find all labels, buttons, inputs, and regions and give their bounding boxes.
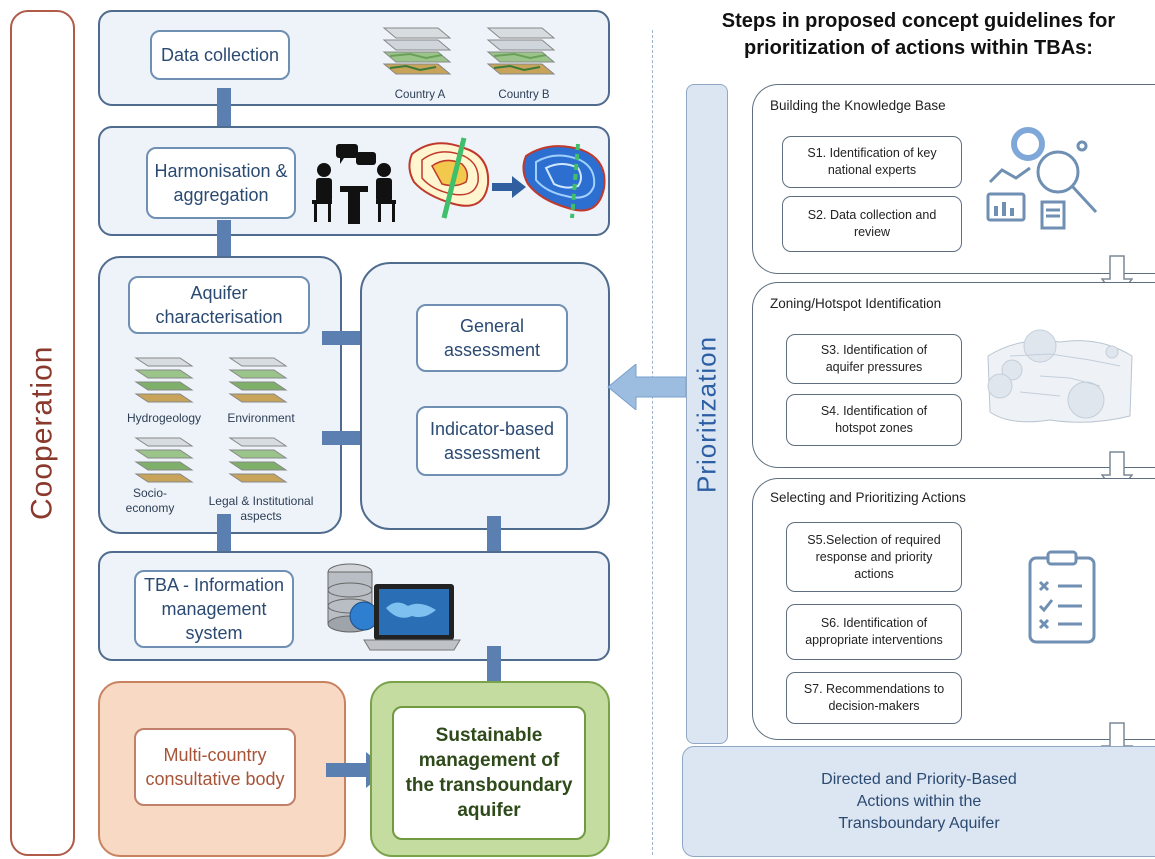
legal-line2: aspects [240, 509, 282, 523]
contour-map-icon-b [522, 143, 606, 219]
meeting-people-icon [312, 144, 396, 224]
tba-information-box: TBA - Information management system [134, 570, 294, 648]
indicator-line1: Indicator-based [429, 419, 555, 439]
layers-icon-country-b [486, 27, 556, 75]
indicator-line2: assessment [443, 443, 541, 463]
step-s3-box: S3. Identification of aquifer pressures [786, 334, 962, 384]
general-line2: assessment [443, 340, 541, 360]
checklist-clipboard-icon [1028, 550, 1096, 644]
step-s4-box: S4. Identification of hotspot zones [786, 394, 962, 446]
s4-line2: hotspot zones [835, 421, 913, 435]
step-s5-box: S5.Selection of required response and pr… [786, 522, 962, 592]
general-line1: General [459, 316, 525, 336]
s2-line2: review [853, 225, 891, 239]
tba-line1: TBA - Information [143, 575, 285, 595]
aquifer-line1: Aquifer [190, 283, 248, 303]
hydrogeology-label: Hydrogeology [126, 411, 202, 425]
layers-icon-socio-economy [134, 437, 194, 483]
layers-icon-hydrogeology [134, 357, 194, 403]
cooperation-label: Cooperation [25, 345, 59, 521]
step-s2-box: S2. Data collection and review [782, 196, 962, 252]
cooperation-bar: Cooperation [10, 10, 75, 856]
socio-economy-label: Socio- economy [108, 486, 192, 516]
layers-icon-environment [228, 357, 288, 403]
s5-line1: S5.Selection of required [807, 532, 941, 547]
divider-line [652, 30, 653, 855]
harmonisation-line2: aggregation [173, 185, 269, 205]
s3-line2: aquifer pressures [825, 360, 923, 374]
harmonisation-line1: Harmonisation & [154, 161, 288, 181]
data-collection-box: Data collection [150, 30, 290, 80]
multi-line2: consultative body [145, 769, 285, 789]
indicator-assessment-box: Indicator-based assessment [416, 406, 568, 476]
s6-line2: appropriate interventions [805, 633, 943, 647]
s1-line2: national experts [827, 163, 917, 177]
section-knowledge-base-title: Building the Knowledge Base [770, 98, 946, 113]
section-zoning-title: Zoning/Hotspot Identification [770, 296, 942, 311]
socio-line2: economy [125, 501, 175, 515]
aquifer-characterisation-box: Aquifer characterisation [128, 276, 310, 334]
data-analysis-icon [986, 127, 1098, 230]
sustain-line4: aquifer [457, 800, 521, 821]
final-line2: Actions within the [856, 792, 982, 810]
multi-line1: Multi-country [163, 745, 267, 765]
s5-line2: response and priority [815, 549, 933, 564]
sustainable-box: Sustainable management of the transbound… [392, 706, 586, 840]
final-line1: Directed and Priority-Based [821, 770, 1017, 788]
country-b-label: Country B [498, 89, 550, 101]
sustain-line3: the transboundary [405, 775, 573, 796]
left-arrow-prioritization [607, 364, 686, 410]
right-arrow-small [492, 176, 526, 198]
tba-line2: management [161, 599, 267, 619]
database-laptop-icon [327, 563, 461, 651]
environment-label: Environment [227, 411, 295, 425]
section-selecting-actions-title: Selecting and Prioritizing Actions [770, 490, 966, 505]
harmonisation-box: Harmonisation & aggregation [146, 147, 296, 219]
s7-line1: S7. Recommendations to [803, 682, 945, 696]
assessment-panel [360, 262, 610, 530]
sustain-line2: management of [418, 750, 560, 771]
contour-map-icon-a [408, 137, 490, 219]
multi-country-box: Multi-country consultative body [134, 728, 296, 806]
s2-line1: S2. Data collection and [807, 208, 937, 222]
legal-institutional-label: Legal & Institutional aspects [196, 494, 326, 524]
header-line1: Steps in proposed concept guidelines for [721, 10, 1116, 32]
header-line2: prioritization of actions within TBAs: [744, 37, 1093, 59]
s4-line1: S4. Identification of [820, 404, 928, 418]
sustain-line1: Sustainable [435, 725, 543, 746]
s1-line1: S1. Identification of key [807, 146, 937, 160]
s6-line1: S6. Identification of [820, 616, 928, 630]
layers-icon-country-a [382, 27, 452, 75]
legal-line1: Legal & Institutional [208, 494, 314, 508]
step-s7-box: S7. Recommendations to decision-makers [786, 672, 962, 724]
step-s1-box: S1. Identification of key national exper… [782, 136, 962, 188]
tba-line3: system [185, 623, 243, 643]
prioritization-label: Prioritization [691, 335, 722, 493]
final-actions-box: Directed and Priority-Based Actions with… [682, 746, 1155, 857]
header-title: Steps in proposed concept guidelines for… [682, 8, 1155, 62]
socio-line1: Socio- [132, 486, 167, 500]
s5-line3: actions [854, 566, 894, 581]
country-a-label: Country A [394, 89, 446, 101]
step-s6-box: S6. Identification of appropriate interv… [786, 604, 962, 660]
final-line3: Transboundary Aquifer [838, 814, 1000, 832]
s7-line2: decision-makers [828, 699, 920, 713]
aquifer-line2: characterisation [155, 307, 283, 327]
hotspot-map-icon [987, 329, 1133, 423]
prioritization-bar: Prioritization [686, 84, 728, 744]
general-assessment-box: General assessment [416, 304, 568, 372]
layers-icon-legal [228, 437, 288, 483]
s3-line1: S3. Identification of [820, 343, 928, 357]
